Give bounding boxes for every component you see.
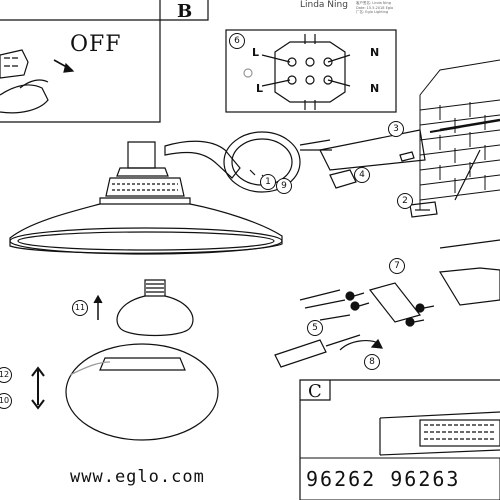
step-number-7: 7 xyxy=(389,258,405,274)
stamp-line-2: Date: 15.5.2018 Eglo xyxy=(356,5,394,10)
panel-b-tab xyxy=(159,0,209,21)
glass-globe-drawing xyxy=(65,343,219,441)
step-number-5: 5 xyxy=(307,320,323,336)
approval-stamp-lines: 客户签名: Linda Ning Date: 15.5.2018 Eglo 厂名… xyxy=(356,1,456,15)
step-number-6: 6 xyxy=(229,33,245,49)
wall-bracket-drawing xyxy=(164,131,332,193)
bulb-drawing xyxy=(116,279,194,337)
wire-label-l-top: L xyxy=(252,46,260,59)
screwdriver-drawing xyxy=(274,334,384,368)
wire-label-n-bottom: N xyxy=(370,82,380,95)
wire-label-l-bottom: L xyxy=(256,82,264,95)
step-number-4: 4 xyxy=(354,167,370,183)
connector-block-drawing xyxy=(379,411,500,456)
step-number-12: 12 xyxy=(0,367,12,383)
wire-label-n-top: N xyxy=(370,46,380,59)
panel-c-letter: C xyxy=(308,381,322,402)
panel-b-label-box: B xyxy=(172,1,202,22)
step-number-8: 8 xyxy=(364,354,380,370)
panel-b-letter: B xyxy=(177,1,193,22)
stamp-line-3: 厂名: Eglo Lighting xyxy=(356,10,389,14)
approval-stamp-name: Linda Ning xyxy=(300,0,348,10)
wiring-panel-frame xyxy=(225,29,397,113)
step-number-3: 3 xyxy=(388,121,404,137)
bracket-screw-drawing xyxy=(319,118,500,218)
switch-off-text: OFF xyxy=(70,32,122,57)
lamp-shade-drawing xyxy=(9,141,283,255)
step-number-11: 11 xyxy=(72,300,88,316)
step-number-9: 9 xyxy=(276,178,292,194)
panel-a-frame xyxy=(0,19,161,123)
step-number-1: 1 xyxy=(260,174,276,190)
mounting-plate-drawing xyxy=(299,239,500,327)
step-number-10: 10 xyxy=(0,393,12,409)
panel-c-label-box: C xyxy=(306,381,328,402)
website-url: www.eglo.com xyxy=(70,467,205,487)
brick-wall-drawing xyxy=(419,59,500,210)
step-number-2: 2 xyxy=(397,193,413,209)
switch-hand-icon xyxy=(0,49,75,114)
stamp-line-1: 客户签名: Linda Ning xyxy=(356,1,391,5)
model-numbers: 96262 96263 xyxy=(306,467,461,491)
wiring-terminal-drawing xyxy=(243,34,351,110)
